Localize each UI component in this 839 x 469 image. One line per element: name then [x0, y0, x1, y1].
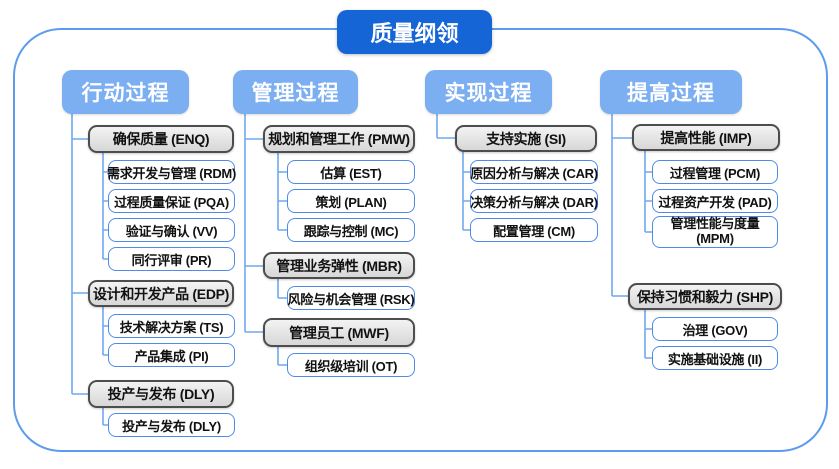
leaf-node-pcm[interactable]: 过程管理 (PCM) — [652, 160, 778, 184]
leaf-node-plan[interactable]: 策划 (PLAN) — [287, 189, 415, 213]
branch-header-action[interactable]: 行动过程 — [62, 70, 189, 114]
leaf-node-mc[interactable]: 跟踪与控制 (MC) — [287, 218, 415, 242]
group-node-enq[interactable]: 确保质量 (ENQ) — [88, 125, 234, 153]
group-node-pmw[interactable]: 规划和管理工作 (PMW) — [263, 125, 415, 153]
group-node-imp[interactable]: 提高性能 (IMP) — [632, 124, 780, 151]
branch-header-improvement[interactable]: 提高过程 — [600, 70, 742, 114]
group-node-edp[interactable]: 设计和开发产品 (EDP) — [88, 280, 234, 307]
leaf-node-gov[interactable]: 治理 (GOV) — [652, 317, 778, 341]
leaf-node-car[interactable]: 原因分析与解决 (CAR) — [470, 160, 598, 184]
central-topic[interactable]: 质量纲领 — [337, 10, 492, 54]
group-node-mbr[interactable]: 管理业务弹性 (MBR) — [263, 252, 415, 279]
branch-header-implementation[interactable]: 实现过程 — [425, 70, 552, 114]
group-node-shp[interactable]: 保持习惯和毅力 (SHP) — [628, 283, 782, 310]
leaf-node-pr[interactable]: 同行评审 (PR) — [108, 247, 235, 271]
leaf-node-rsk[interactable]: 风险与机会管理 (RSK) — [287, 286, 415, 310]
group-node-si[interactable]: 支持实施 (SI) — [455, 125, 597, 152]
group-node-mwf[interactable]: 管理员工 (MWF) — [263, 318, 415, 347]
leaf-node-pad[interactable]: 过程资产开发 (PAD) — [652, 189, 778, 213]
leaf-node-pqa[interactable]: 过程质量保证 (PQA) — [108, 189, 235, 213]
leaf-node-rdm[interactable]: 需求开发与管理 (RDM) — [107, 160, 236, 184]
group-node-dly[interactable]: 投产与发布 (DLY) — [88, 380, 234, 408]
leaf-node-ot[interactable]: 组织级培训 (OT) — [287, 353, 415, 377]
leaf-node-dar[interactable]: 决策分析与解决 (DAR) — [470, 189, 598, 213]
leaf-node-ts[interactable]: 技术解决方案 (TS) — [108, 314, 235, 338]
leaf-node-est[interactable]: 估算 (EST) — [287, 160, 415, 184]
leaf-node-dly-child[interactable]: 投产与发布 (DLY) — [108, 413, 235, 437]
leaf-node-mpm[interactable]: 管理性能与度量 (MPM) — [652, 216, 778, 248]
branch-header-management[interactable]: 管理过程 — [233, 70, 358, 114]
leaf-node-ii[interactable]: 实施基础设施 (II) — [652, 346, 778, 370]
leaf-node-vv[interactable]: 验证与确认 (VV) — [108, 218, 235, 242]
leaf-node-cm[interactable]: 配置管理 (CM) — [470, 218, 598, 242]
leaf-node-pi[interactable]: 产品集成 (PI) — [108, 343, 235, 367]
